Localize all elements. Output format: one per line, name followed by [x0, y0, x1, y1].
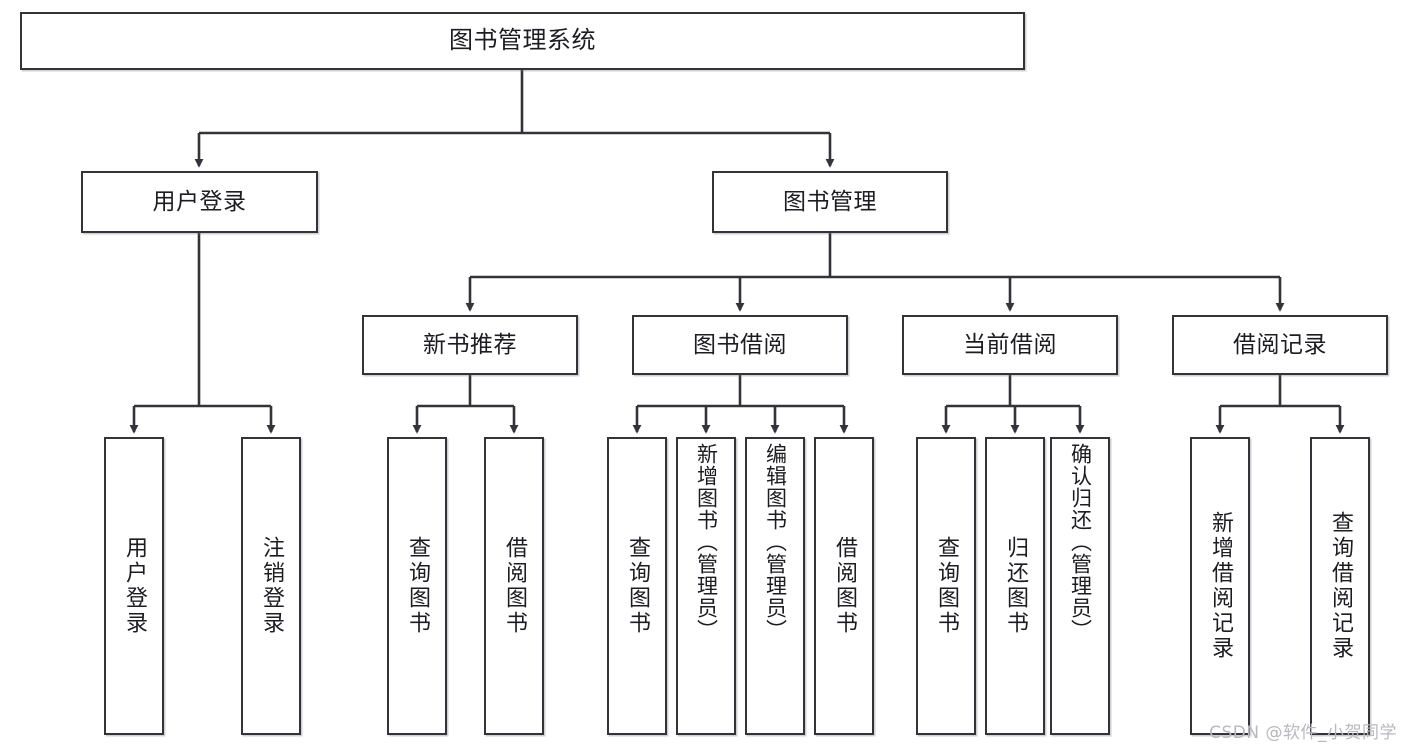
node-borrow-record[interactable]: 借阅记录 — [1172, 315, 1388, 375]
node-leaf-borrow-book-recommend[interactable]: 借阅图书 — [484, 437, 544, 735]
node-leaf-borrow-book[interactable]: 借阅图书 — [814, 437, 874, 735]
node-root-book-management-system[interactable]: 图书管理系统 — [20, 12, 1025, 70]
node-label: 归还图书 — [1003, 536, 1028, 636]
node-label: 用户登录 — [152, 188, 247, 215]
node-label: 新增图书（管理员） — [694, 443, 719, 641]
node-leaf-user-login[interactable]: 用户登录 — [104, 437, 164, 735]
node-leaf-query-book-recommend[interactable]: 查询图书 — [387, 437, 447, 735]
node-label: 当前借阅 — [963, 331, 1057, 358]
node-label: 新增借阅记录 — [1208, 511, 1233, 661]
node-label: 注销登录 — [259, 536, 284, 636]
node-label: 确认归还（管理员） — [1068, 443, 1093, 641]
node-new-book-recommend[interactable]: 新书推荐 — [362, 315, 578, 375]
node-leaf-add-borrow-record[interactable]: 新增借阅记录 — [1190, 437, 1250, 735]
node-label: 借阅图书 — [502, 536, 527, 636]
node-leaf-edit-book-admin[interactable]: 编辑图书（管理员） — [745, 437, 805, 735]
node-label: 借阅记录 — [1233, 331, 1327, 358]
node-current-borrow[interactable]: 当前借阅 — [902, 315, 1118, 375]
node-label: 图书管理 — [783, 188, 877, 215]
node-label: 图书借阅 — [693, 331, 787, 358]
node-label: 新书推荐 — [423, 331, 517, 358]
node-label: 查询借阅记录 — [1328, 511, 1353, 661]
node-leaf-user-logout[interactable]: 注销登录 — [241, 437, 301, 735]
node-book-management[interactable]: 图书管理 — [712, 171, 948, 233]
node-leaf-return-book[interactable]: 归还图书 — [985, 437, 1045, 735]
node-leaf-query-borrow-record[interactable]: 查询借阅记录 — [1310, 437, 1370, 735]
node-leaf-query-book-current[interactable]: 查询图书 — [916, 437, 976, 735]
node-label: 编辑图书（管理员） — [763, 443, 788, 641]
node-user-login[interactable]: 用户登录 — [81, 171, 318, 233]
node-leaf-confirm-return-admin[interactable]: 确认归还（管理员） — [1050, 437, 1110, 735]
node-label: 查询图书 — [934, 536, 959, 636]
node-label: 查询图书 — [625, 536, 650, 636]
node-label: 借阅图书 — [832, 536, 857, 636]
node-label: 查询图书 — [405, 536, 430, 636]
node-leaf-add-book-admin[interactable]: 新增图书（管理员） — [676, 437, 736, 735]
csdn-watermark: CSDN @软件_小贺同学 — [1209, 723, 1397, 743]
node-book-borrow[interactable]: 图书借阅 — [632, 315, 848, 375]
node-label: 用户登录 — [122, 536, 147, 636]
node-label: 图书管理系统 — [449, 26, 596, 55]
node-leaf-query-book-borrow[interactable]: 查询图书 — [607, 437, 667, 735]
